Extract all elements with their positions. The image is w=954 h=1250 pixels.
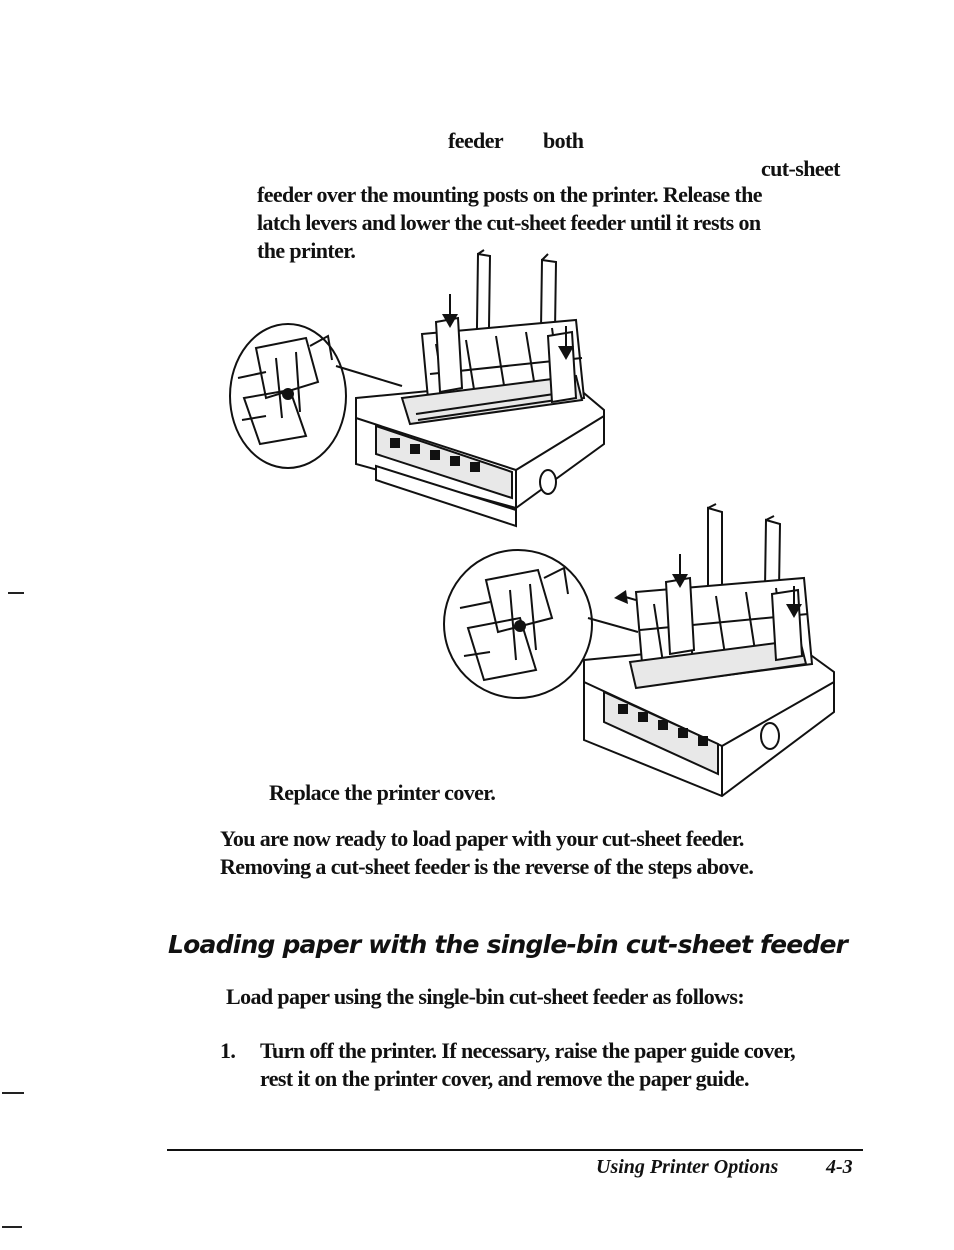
printer-feeder-illustration-2 bbox=[443, 503, 835, 798]
footer-page-number: 4-3 bbox=[826, 1156, 853, 1178]
margin-mark bbox=[2, 1226, 22, 1228]
footer-rule bbox=[167, 1149, 863, 1151]
step-text-line-3: the printer. bbox=[257, 238, 356, 263]
step-text-line-1: feeder over the mounting posts on the pr… bbox=[257, 182, 763, 207]
footer-section-title: Using Printer Options bbox=[596, 1156, 779, 1178]
step-1-line-1: Turn off the printer. If necessary, rais… bbox=[260, 1038, 796, 1063]
margin-mark bbox=[8, 592, 24, 594]
fragment-cut-sheet: cut-sheet bbox=[761, 156, 841, 181]
fragment-feeder: feeder bbox=[448, 128, 504, 153]
step-number: 1. bbox=[220, 1038, 236, 1063]
fragment-both: both bbox=[543, 128, 584, 153]
step-1-line-2: rest it on the printer cover, and remove… bbox=[260, 1066, 749, 1091]
step-text-line-2: latch levers and lower the cut-sheet fee… bbox=[257, 210, 761, 235]
printer-feeder-illustration-1 bbox=[229, 249, 605, 528]
intro-text: Load paper using the single-bin cut-shee… bbox=[226, 984, 745, 1009]
ready-text-line-1: You are now ready to load paper with you… bbox=[220, 826, 744, 851]
ready-text-line-2: Removing a cut-sheet feeder is the rever… bbox=[220, 854, 754, 879]
section-heading: Loading paper with the single-bin cut-sh… bbox=[168, 930, 848, 959]
margin-mark bbox=[2, 1092, 24, 1094]
replace-cover-text: Replace the printer cover. bbox=[269, 780, 496, 805]
